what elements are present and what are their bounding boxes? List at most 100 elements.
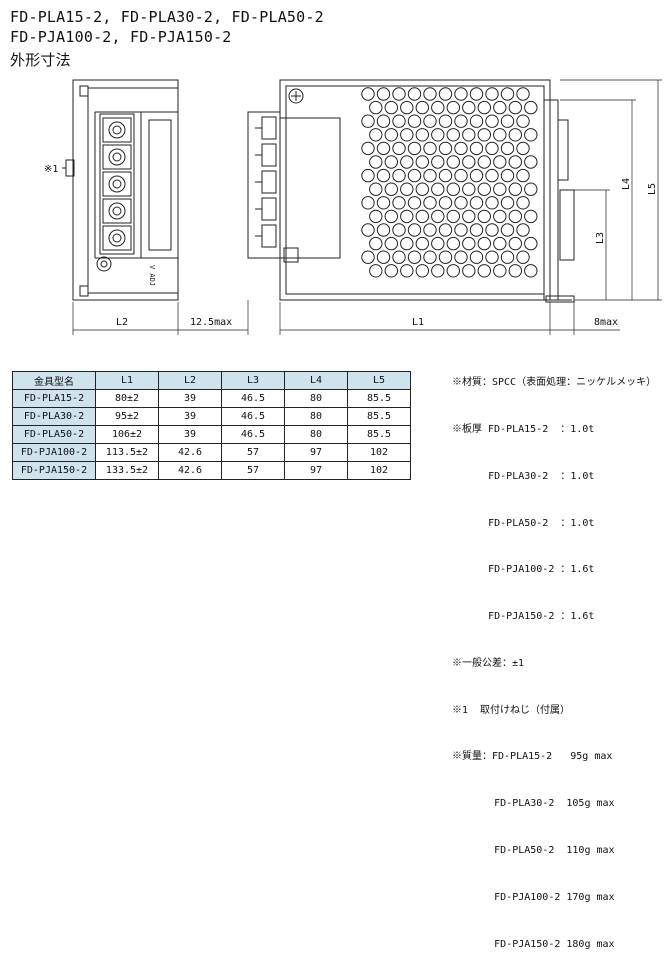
vent-hole	[477, 155, 491, 169]
label-l5: L5	[647, 183, 658, 195]
vent-hole	[438, 223, 453, 237]
table-cell: 95±2	[95, 407, 159, 426]
table-cell: 46.5	[221, 425, 285, 444]
vent-hole	[361, 250, 375, 264]
label-gap: 12.5max	[190, 317, 232, 328]
vent-hole	[493, 155, 507, 169]
vent-hole	[462, 100, 476, 115]
side-view	[62, 79, 249, 335]
vent-hole	[524, 182, 538, 196]
vent-hole	[454, 250, 468, 264]
vent-hole	[407, 114, 422, 128]
table-cell: FD-PLA50-2	[12, 425, 96, 444]
vent-hole	[361, 141, 375, 156]
vent-hole	[485, 168, 499, 183]
vent-hole	[438, 168, 453, 183]
vent-hole	[438, 196, 453, 210]
vent-hole	[446, 128, 460, 142]
vent-hole	[400, 100, 414, 115]
vent-hole	[392, 168, 406, 183]
vent-hole	[493, 264, 507, 278]
label-l4: L4	[621, 178, 632, 190]
table-header: L4	[284, 371, 348, 390]
vent-hole	[392, 114, 406, 128]
table-row: FD-PLA50-2 106±2 39 46.5 80 85.5	[12, 425, 411, 444]
table-cell: 39	[158, 407, 222, 426]
vent-hole	[508, 100, 522, 115]
vent-hole	[400, 155, 414, 169]
vent-hole	[438, 114, 453, 128]
table-cell: 85.5	[347, 425, 411, 444]
vent-hole	[516, 87, 530, 101]
vent-hole	[493, 100, 507, 115]
vent-hole	[454, 223, 468, 237]
note-line: FD-PLA50-2 110g max	[452, 845, 615, 856]
vent-hole	[508, 209, 522, 224]
vent-hole	[384, 100, 398, 115]
table-cell: 46.5	[221, 389, 285, 408]
vent-hole	[407, 250, 422, 264]
table-cell: 85.5	[347, 389, 411, 408]
vent-hole	[376, 114, 391, 128]
table-row: FD-PLA30-2 95±2 39 46.5 80 85.5	[12, 407, 411, 426]
vent-hole	[376, 223, 391, 237]
title-line-3: 外形寸法	[10, 51, 71, 69]
vent-hole	[469, 223, 484, 237]
vent-hole	[469, 87, 484, 101]
vent-hole	[516, 114, 530, 128]
vent-hole	[407, 168, 422, 183]
vent-hole	[516, 196, 530, 210]
vent-hole	[423, 223, 437, 237]
note-line: FD-PJA150-2 180g max	[452, 938, 615, 950]
vent-hole	[524, 155, 538, 169]
vent-hole	[384, 155, 398, 169]
vent-hole	[508, 236, 522, 251]
vent-hole	[454, 168, 468, 183]
vent-hole	[516, 141, 530, 156]
table-header-row: 金具型名 L1 L2 L3 L4 L5	[12, 371, 411, 390]
vent-hole	[392, 87, 406, 101]
vent-hole	[369, 264, 383, 278]
table-cell: 80	[284, 425, 348, 444]
vent-hole	[446, 155, 460, 169]
table-cell: 133.5±2	[95, 461, 159, 480]
label-8max: 8max	[594, 317, 618, 328]
vent-hole	[415, 264, 429, 278]
note-line: ※質量：FD-PLA15-2 95g max	[452, 751, 613, 763]
table-cell: 113.5±2	[95, 443, 159, 462]
vent-hole	[407, 141, 422, 156]
table-cell: 106±2	[95, 425, 159, 444]
vent-hole	[469, 168, 484, 183]
vent-hole	[407, 196, 422, 210]
vent-hole	[431, 209, 445, 224]
vent-hole	[524, 128, 538, 142]
vent-hole	[500, 141, 515, 156]
vent-hole	[392, 141, 406, 156]
table-header: L2	[158, 371, 222, 390]
vent-hole	[485, 196, 499, 210]
vent-hole	[446, 236, 460, 251]
vent-hole	[415, 236, 429, 251]
vent-hole	[415, 155, 429, 169]
vent-hole	[423, 87, 437, 101]
vent-hole	[369, 100, 383, 115]
vent-hole	[438, 87, 453, 101]
vent-hole	[508, 264, 522, 278]
vent-hole	[415, 128, 429, 142]
vent-hole	[524, 100, 538, 115]
vent-hole	[384, 128, 398, 142]
vent-hole	[431, 128, 445, 142]
vent-hole	[446, 264, 460, 278]
vent-hole	[477, 236, 491, 251]
vent-hole	[376, 196, 391, 210]
vent-hole	[469, 141, 484, 156]
dimension-labels: L2 12.5max L1 8max ※1 L3 L4 L5 V ADJ	[44, 164, 658, 328]
vent-hole	[485, 250, 499, 264]
table-cell: 80	[284, 407, 348, 426]
table-cell: 102	[347, 443, 411, 462]
vent-hole	[400, 264, 414, 278]
vent-hole	[361, 87, 375, 101]
vent-hole	[431, 155, 445, 169]
vent-hole	[485, 87, 499, 101]
vent-hole	[446, 209, 460, 224]
